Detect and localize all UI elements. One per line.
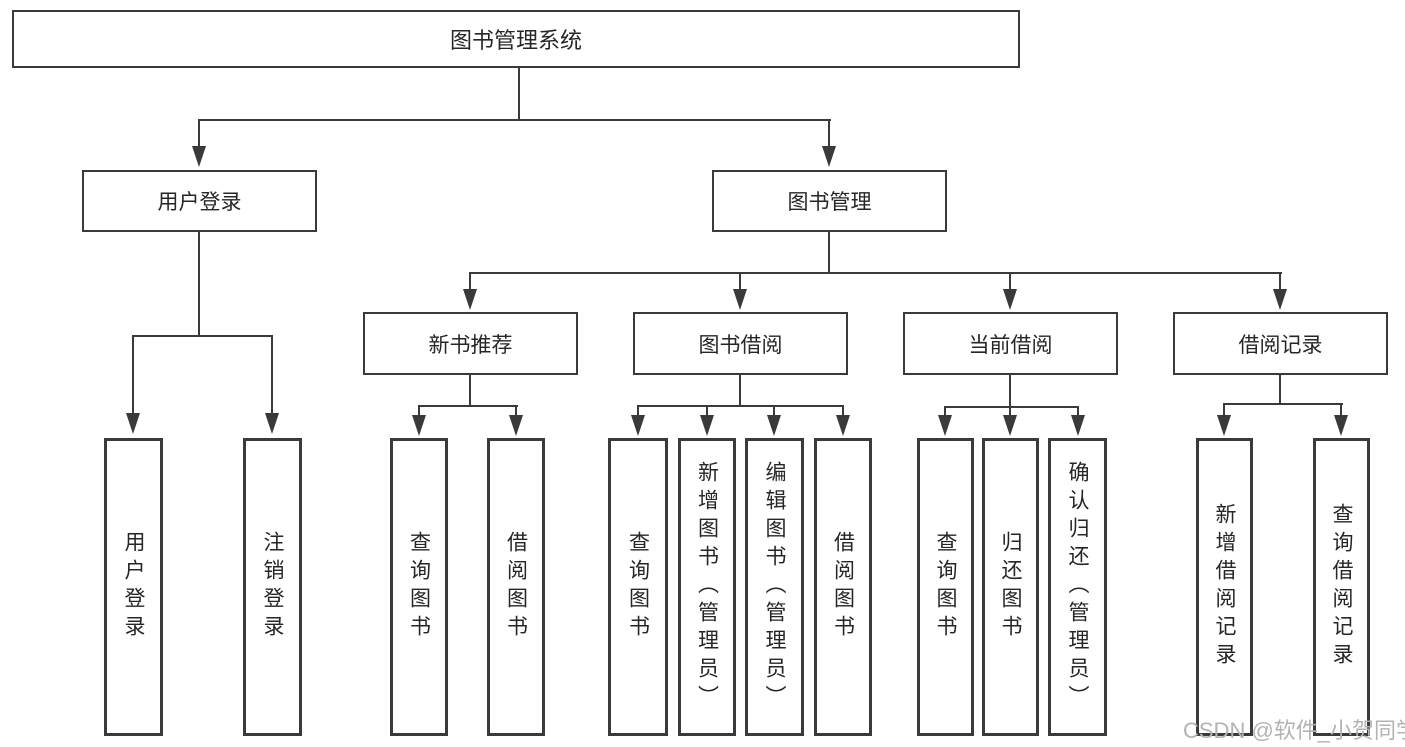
- connector-line: [1009, 272, 1011, 291]
- node-label: 归还图书: [999, 531, 1022, 643]
- leaf-user-login: 用户登录: [104, 438, 163, 736]
- arrowhead-icon: [631, 415, 645, 436]
- connector-line: [706, 405, 708, 417]
- node-label: 查询图书: [626, 531, 650, 643]
- leaf-edit-books-admin: 编辑图书（管理员）: [745, 438, 804, 736]
- node-label: 注销登录: [261, 531, 284, 643]
- node-label: 图书管理: [787, 191, 872, 214]
- arrowhead-icon: [733, 289, 747, 310]
- node-label: 新书推荐: [428, 333, 513, 357]
- connector-line: [1340, 403, 1342, 417]
- leaf-return-books: 归还图书: [982, 438, 1039, 736]
- node-book-borrowing: 图书借阅: [633, 312, 848, 375]
- node-label: 用户登录: [122, 531, 145, 643]
- node-label: 新增借阅记录: [1213, 503, 1236, 671]
- node-book-management: 图书管理: [712, 170, 947, 232]
- connector-line: [842, 405, 844, 417]
- connector-line: [1279, 375, 1281, 405]
- arrowhead-icon: [1334, 415, 1348, 436]
- arrowhead-icon: [509, 415, 523, 436]
- node-label: 借阅图书: [504, 531, 528, 643]
- arrowhead-icon: [1217, 415, 1231, 436]
- node-label: 借阅记录: [1238, 333, 1323, 357]
- connector-line: [198, 119, 831, 121]
- connector-line: [1279, 272, 1281, 291]
- node-label: 借阅图书: [831, 531, 855, 643]
- connector-line: [1224, 403, 1343, 405]
- node-label: 确认归还（管理员）: [1066, 461, 1089, 713]
- connector-line: [132, 335, 134, 415]
- connector-line: [469, 375, 471, 407]
- node-user-login: 用户登录: [82, 170, 317, 232]
- connector-line: [739, 375, 741, 407]
- connector-line: [515, 405, 517, 417]
- connector-line: [944, 406, 946, 417]
- leaf-confirm-return-admin: 确认归还（管理员）: [1048, 438, 1107, 736]
- node-label: 当前借阅: [968, 333, 1053, 357]
- arrowhead-icon: [836, 415, 850, 436]
- watermark: CSDN @软件_小贺同学: [1183, 718, 1405, 743]
- node-label: 用户登录: [157, 191, 242, 214]
- connector-line: [945, 406, 1079, 408]
- arrowhead-icon: [1071, 415, 1085, 436]
- arrowhead-icon: [1003, 415, 1017, 436]
- connector-line: [418, 405, 420, 417]
- arrowhead-icon: [192, 146, 206, 167]
- node-library-management-system: 图书管理系统: [12, 10, 1020, 68]
- connector-line: [133, 335, 273, 337]
- connector-line: [739, 272, 741, 291]
- leaf-query-borrow-record: 查询借阅记录: [1313, 438, 1370, 736]
- node-label: 查询借阅记录: [1330, 503, 1353, 671]
- connector-line: [198, 119, 200, 150]
- connector-line: [419, 405, 518, 407]
- connector-line: [1009, 375, 1011, 408]
- node-label: 图书借阅: [698, 333, 783, 357]
- node-label: 查询图书: [934, 531, 957, 643]
- connector-line: [638, 405, 844, 407]
- connector-line: [828, 119, 830, 150]
- connector-line: [637, 405, 639, 417]
- arrowhead-icon: [767, 415, 781, 436]
- arrowhead-icon: [412, 415, 426, 436]
- connector-line: [1077, 406, 1079, 417]
- leaf-add-books-admin: 新增图书（管理员）: [678, 438, 736, 736]
- node-current-borrowing: 当前借阅: [903, 312, 1118, 375]
- leaf-query-books-current: 查询图书: [917, 438, 974, 736]
- arrowhead-icon: [265, 413, 279, 434]
- arrowhead-icon: [463, 289, 477, 310]
- connector-line: [828, 232, 830, 274]
- connector-line: [469, 272, 471, 291]
- connector-line: [198, 232, 200, 337]
- leaf-query-books-recommend: 查询图书: [390, 438, 448, 736]
- connector-line: [1009, 406, 1011, 417]
- connector-line: [1223, 403, 1225, 417]
- connector-line: [518, 68, 520, 121]
- arrowhead-icon: [1003, 289, 1017, 310]
- node-label: 编辑图书（管理员）: [763, 461, 786, 713]
- connector-line: [470, 272, 1282, 274]
- leaf-logout: 注销登录: [243, 438, 302, 736]
- arrowhead-icon: [126, 413, 140, 434]
- arrowhead-icon: [1273, 289, 1287, 310]
- arrowhead-icon: [700, 415, 714, 436]
- connector-line: [773, 405, 775, 417]
- leaf-query-books-borrowing: 查询图书: [608, 438, 668, 736]
- leaf-borrow-books-recommend: 借阅图书: [487, 438, 545, 736]
- node-borrowing-records: 借阅记录: [1173, 312, 1388, 375]
- leaf-add-borrow-record: 新增借阅记录: [1196, 438, 1253, 736]
- arrowhead-icon: [822, 146, 836, 167]
- connector-line: [271, 335, 273, 415]
- node-label: 新增图书（管理员）: [695, 461, 719, 713]
- leaf-borrow-books: 借阅图书: [814, 438, 872, 736]
- arrowhead-icon: [938, 415, 952, 436]
- node-label: 查询图书: [407, 531, 431, 643]
- node-label: 图书管理系统: [449, 28, 582, 53]
- node-new-book-recommendation: 新书推荐: [363, 312, 578, 375]
